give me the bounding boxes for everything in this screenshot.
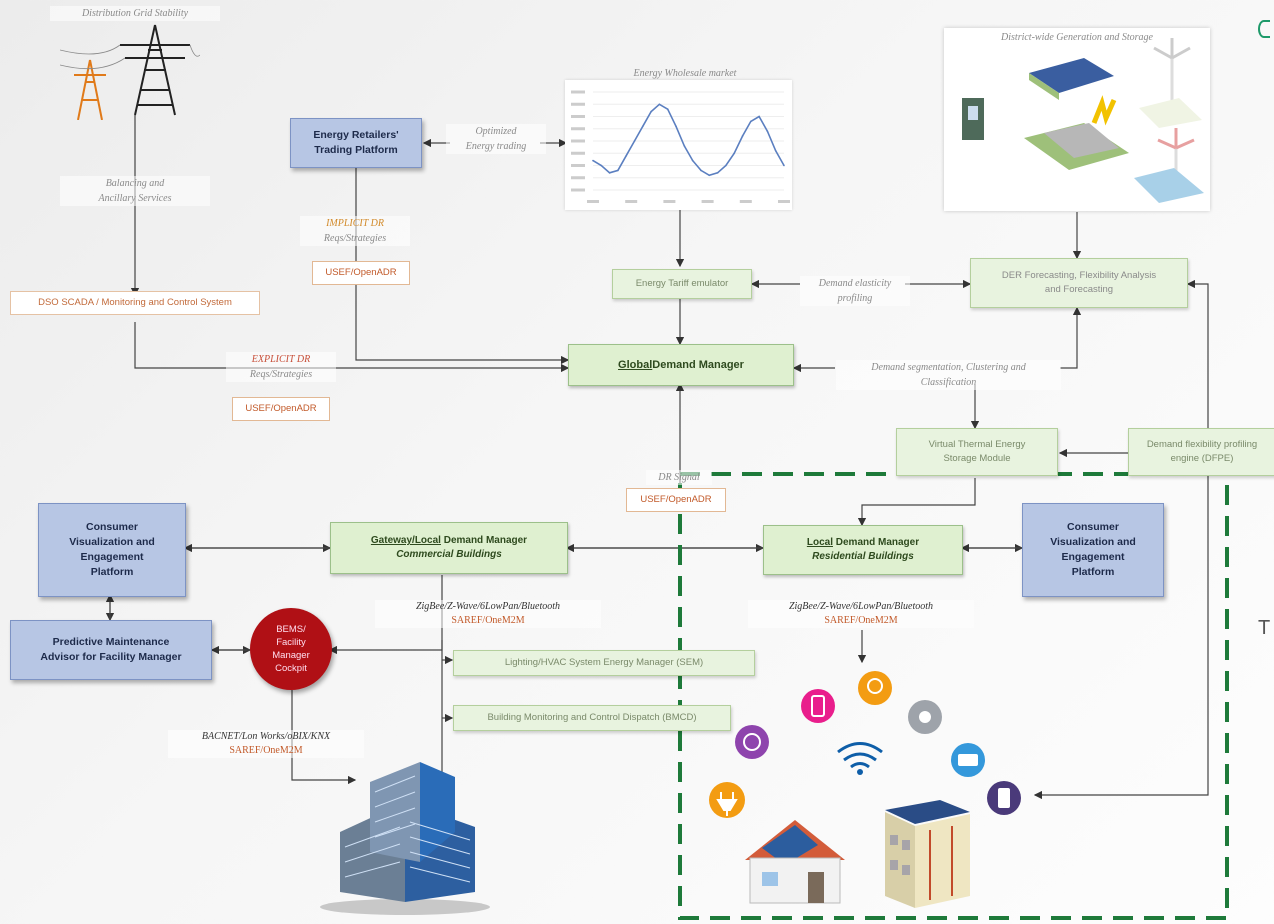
chart-y-tick (571, 90, 585, 94)
chart-x-tick (625, 200, 638, 203)
chart-series-line (592, 103, 785, 177)
chart-point (683, 145, 686, 147)
chart-point (725, 164, 727, 167)
district-generation-illustration (962, 38, 1204, 203)
commercial-building-icon (320, 762, 490, 915)
chart-point (741, 135, 744, 137)
chart-point (608, 172, 611, 174)
dso-scada-box: DSO SCADA / Monitoring and Control Syste… (10, 291, 260, 315)
chart-point (716, 172, 719, 174)
grid-stability-title: Distribution Grid Stability (50, 6, 220, 21)
chart-x-tick (739, 200, 752, 203)
chart-point (749, 120, 752, 123)
energy-tariff-emulator-box: Energy Tariff emulator (612, 269, 752, 299)
transmission-tower-icon (60, 24, 200, 120)
gateway-protocol-label: ZigBee/Z-Wave/6LowPan/Bluetooth SAREF/On… (375, 600, 601, 628)
chart-x-tick (663, 200, 676, 203)
chart-point (658, 103, 661, 106)
local-demand-manager-box: Local Demand Manager Residential Buildin… (763, 525, 963, 575)
chart-y-tick (571, 102, 585, 106)
bmcd-box: Building Monitoring and Control Dispatch… (453, 705, 731, 731)
chart-y-tick (571, 176, 585, 180)
usef-explicit-protocol: USEF/OpenADR (232, 397, 330, 421)
chart-point (733, 152, 735, 155)
chart-point (708, 174, 711, 177)
chart-point (691, 159, 694, 162)
wholesale-market-title: Energy Wholesale market (633, 68, 737, 79)
chart-y-tick (571, 164, 585, 167)
edge-letter-t: T (1258, 617, 1271, 639)
chart-y-tick (571, 127, 585, 131)
bulb-icon (858, 671, 892, 705)
usef-dr-protocol: USEF/OpenADR (626, 488, 726, 512)
edge-green-mark (1258, 20, 1270, 38)
phone-icon (801, 689, 835, 723)
chart-point (642, 125, 644, 128)
chart-point (675, 125, 677, 128)
chart-x-tick (701, 200, 714, 203)
chart-point (783, 164, 785, 167)
chart-y-tick (571, 151, 585, 155)
chart-point (700, 169, 702, 172)
energy-retailers-box: Energy Retailers'Trading Platform (290, 118, 422, 168)
chart-point (666, 108, 669, 110)
chart-y-tick (571, 115, 585, 118)
smart-devices-cluster (709, 671, 1021, 908)
usef-implicit-protocol: USEF/OpenADR (312, 261, 410, 285)
chart-point (625, 154, 628, 157)
residential-protocol-label: ZigBee/Z-Wave/6LowPan/Bluetooth SAREF/On… (748, 600, 974, 628)
chart-x-tick (587, 200, 599, 203)
chart-point (633, 140, 636, 142)
sem-box: Lighting/HVAC System Energy Manager (SEM… (453, 650, 755, 676)
chart-point (758, 115, 760, 118)
bacnet-protocol-label: BACNET/Lon Works/oBIX/KNX SAREF/OneM2M (168, 730, 364, 758)
district-generation-panel: District-wide Generation and Storage (944, 28, 1210, 211)
gateway-demand-manager-box: Gateway/Local Demand Manager Commercial … (330, 522, 568, 574)
chart-point (617, 169, 619, 172)
wifi-icon (837, 742, 883, 769)
chart-y-tick (571, 139, 585, 143)
chart-point (774, 150, 777, 152)
chart-point (600, 164, 603, 167)
fan-icon (735, 725, 769, 759)
chart-x-tick (778, 200, 790, 203)
wholesale-chart (565, 80, 792, 210)
chart-point (650, 110, 652, 113)
district-generation-title: District-wide Generation and Storage (1001, 32, 1153, 43)
chart-point (592, 159, 594, 162)
dr-signal-label: DR Signal (646, 470, 712, 485)
global-demand-manager-box: Global Demand Manager (568, 344, 794, 386)
chart-y-tick (571, 188, 585, 192)
chart-point (766, 130, 769, 132)
